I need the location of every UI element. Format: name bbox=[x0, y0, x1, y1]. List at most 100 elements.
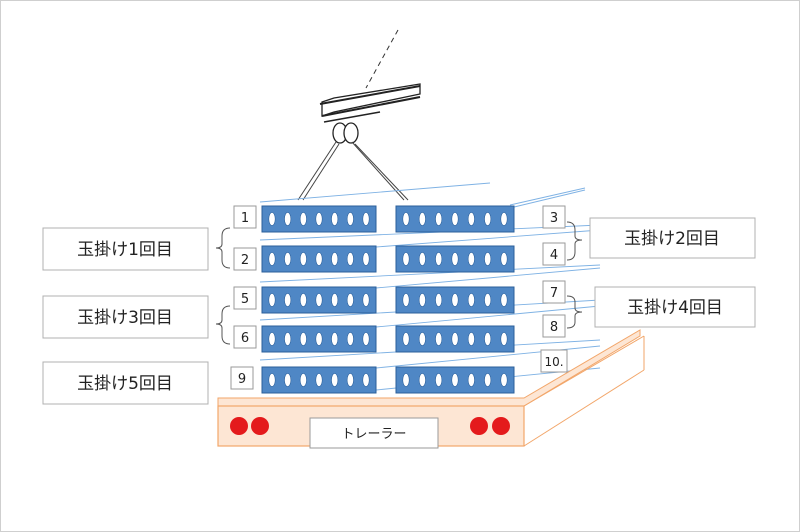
beam-hole bbox=[500, 252, 508, 266]
number-8: 8 bbox=[550, 320, 558, 335]
beam-hole bbox=[500, 373, 508, 387]
number-box-10 bbox=[540, 349, 568, 373]
beam-hole bbox=[346, 293, 354, 307]
beam-hole bbox=[362, 212, 370, 226]
number-7: 7 bbox=[550, 286, 558, 301]
lift5-box bbox=[42, 361, 209, 405]
beam-hole bbox=[315, 373, 323, 387]
lift2-box bbox=[589, 217, 756, 259]
number-2: 2 bbox=[241, 253, 249, 268]
number-box-9 bbox=[230, 366, 254, 390]
beam-hole bbox=[346, 252, 354, 266]
lift4-label: 玉掛け4回目 bbox=[627, 298, 723, 318]
beam-hole bbox=[331, 332, 339, 346]
number-5: 5 bbox=[241, 292, 249, 307]
beam-hole bbox=[418, 293, 426, 307]
beam-hole bbox=[299, 212, 307, 226]
beam-hole bbox=[346, 212, 354, 226]
beam-hole bbox=[315, 293, 323, 307]
beam-hole bbox=[418, 332, 426, 346]
beam-hole bbox=[284, 252, 292, 266]
beam-hole bbox=[402, 212, 410, 226]
beam-hole bbox=[418, 212, 426, 226]
beam-hole bbox=[284, 373, 292, 387]
beam-hole bbox=[299, 293, 307, 307]
beam-hole bbox=[299, 332, 307, 346]
beam-hole bbox=[402, 252, 410, 266]
number-3: 3 bbox=[550, 211, 558, 226]
number-1: 1 bbox=[241, 211, 249, 226]
beam-4-right bbox=[395, 325, 515, 353]
beam-hole bbox=[500, 332, 508, 346]
beam-4-left bbox=[261, 325, 377, 353]
trailer-label: トレーラー bbox=[341, 427, 406, 442]
tail-light-icon bbox=[230, 417, 510, 435]
lift2-label: 玉掛け2回目 bbox=[624, 229, 720, 249]
beam-hole bbox=[315, 252, 323, 266]
beam-hole bbox=[467, 293, 475, 307]
beam-hole bbox=[299, 252, 307, 266]
beam-hole bbox=[467, 252, 475, 266]
beam-hole bbox=[331, 373, 339, 387]
beam-hole bbox=[331, 252, 339, 266]
number-box-3 bbox=[542, 205, 566, 229]
beam-hole bbox=[402, 293, 410, 307]
beam-hole bbox=[402, 373, 410, 387]
beam-hole bbox=[268, 373, 276, 387]
beam-hole bbox=[435, 252, 443, 266]
beam-number-labels: 1 2 5 6 9 3 4 7 8 10. bbox=[230, 205, 568, 390]
beam-hole bbox=[484, 212, 492, 226]
beam-hole bbox=[435, 212, 443, 226]
number-box-1 bbox=[233, 205, 257, 229]
lift3-label: 玉掛け3回目 bbox=[77, 308, 173, 328]
number-9: 9 bbox=[238, 372, 246, 387]
trailer-label-box bbox=[309, 417, 439, 449]
beam-hole bbox=[435, 332, 443, 346]
beam-hole bbox=[362, 293, 370, 307]
beam-hole bbox=[346, 373, 354, 387]
trailer: トレーラー bbox=[217, 329, 645, 449]
beam-hole bbox=[435, 293, 443, 307]
number-box-5 bbox=[233, 286, 257, 310]
beam-hole bbox=[268, 293, 276, 307]
number-box-7 bbox=[542, 280, 566, 304]
number-box-2 bbox=[233, 247, 257, 271]
beam-hole bbox=[268, 212, 276, 226]
beam-hole bbox=[484, 373, 492, 387]
beam-hole bbox=[315, 212, 323, 226]
beam-hole bbox=[418, 373, 426, 387]
beam-hole bbox=[500, 212, 508, 226]
beam-hole bbox=[362, 332, 370, 346]
lift3-box bbox=[42, 295, 209, 339]
beam-hole bbox=[451, 293, 459, 307]
beam-hole bbox=[331, 293, 339, 307]
grouping-braces bbox=[215, 221, 583, 345]
beam-hole bbox=[362, 373, 370, 387]
beam-hole bbox=[268, 332, 276, 346]
beam-hole bbox=[284, 293, 292, 307]
beam-hole bbox=[467, 373, 475, 387]
beam-hole bbox=[315, 332, 323, 346]
beam-stack bbox=[261, 205, 515, 394]
number-4: 4 bbox=[550, 248, 558, 263]
beam-hole bbox=[284, 332, 292, 346]
beam-hole bbox=[484, 252, 492, 266]
number-box-6 bbox=[233, 325, 257, 349]
beam-hole bbox=[484, 293, 492, 307]
beam-hole bbox=[418, 252, 426, 266]
lift1-box bbox=[42, 227, 209, 271]
beam-hole bbox=[435, 373, 443, 387]
beam-hole bbox=[467, 332, 475, 346]
lift-labels: 玉掛け1回目 玉掛け3回目 玉掛け5回目 玉掛け2回目 玉掛け4回目 bbox=[42, 217, 756, 405]
beam-hole bbox=[484, 332, 492, 346]
beam-hole bbox=[268, 252, 276, 266]
beam-hole bbox=[451, 373, 459, 387]
number-6: 6 bbox=[241, 331, 249, 346]
beam-hole bbox=[500, 293, 508, 307]
number-10: 10. bbox=[544, 355, 563, 369]
lift1-label: 玉掛け1回目 bbox=[77, 240, 173, 260]
number-box-8 bbox=[542, 314, 566, 338]
beam-hole bbox=[467, 212, 475, 226]
beam-hole bbox=[451, 332, 459, 346]
